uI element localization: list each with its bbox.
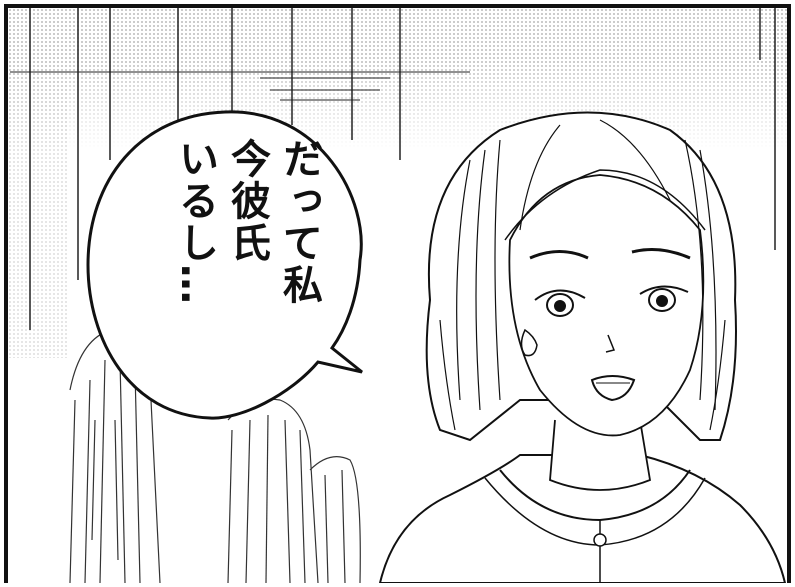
speech-line: いるし…: [172, 138, 218, 306]
screentone-background: [8, 8, 787, 358]
speech-line: 今彼氏: [224, 138, 270, 264]
background-figure-center: [227, 398, 361, 584]
speech-bubble-text: だって私 今彼氏 いるし…: [150, 138, 325, 363]
background-figure-left: [69, 329, 161, 584]
background-lines: [10, 8, 776, 330]
speech-bubble-shape: [86, 110, 363, 420]
panel-border: [4, 4, 791, 587]
character-girl: [378, 111, 787, 584]
speech-line: だって私: [276, 138, 322, 306]
